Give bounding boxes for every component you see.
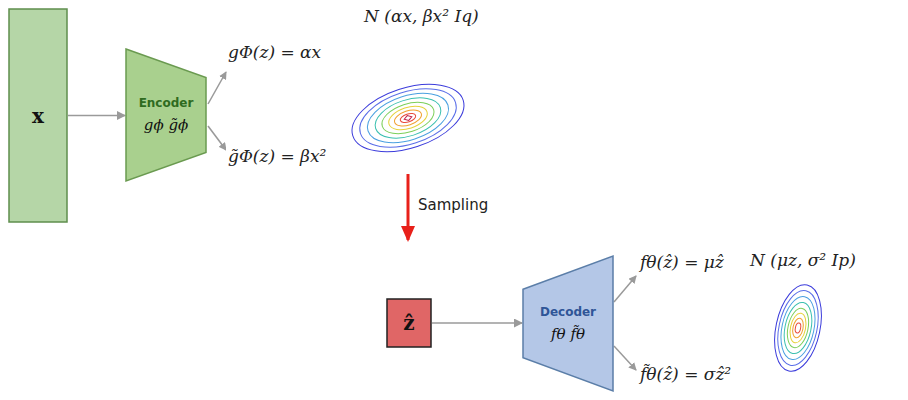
encoder-block: Encoder gϕ g̃ϕ — [125, 48, 207, 182]
formula-label: f̃θ(ẑ) = σẑ² — [638, 364, 733, 384]
gaussian-contours — [767, 280, 828, 375]
shape-outline — [125, 48, 207, 182]
sampling-arrow — [407, 174, 410, 240]
input-box: x — [8, 8, 68, 223]
decoder-block: Decoder fθ f̃θ — [522, 255, 614, 392]
leader-line — [614, 276, 636, 302]
shape-outline — [522, 255, 614, 392]
distribution-label: N (αx, βx² Iq) — [362, 6, 481, 26]
leader-line — [614, 346, 636, 370]
node-title: ẑ — [403, 311, 414, 335]
gaussian-contours — [344, 72, 473, 165]
node-title: Encoder — [139, 96, 194, 110]
latent-box: ẑ — [386, 298, 432, 348]
formula-label: g̃Φ(z) = βx² — [226, 146, 328, 166]
node-title: Decoder — [540, 305, 596, 319]
formula-label: fθ(ẑ) = μẑ — [638, 252, 726, 272]
distribution-label: N (μz, σ² Ip) — [748, 250, 858, 270]
flow-arrow — [68, 115, 125, 117]
node-title: x — [32, 104, 44, 128]
node-formula: gϕ g̃ϕ — [144, 116, 188, 134]
leader-line — [208, 126, 226, 150]
formula-label: gΦ(z) = αx — [226, 42, 323, 62]
leader-line — [208, 72, 226, 104]
step-label: Sampling — [416, 196, 490, 214]
flow-arrow — [432, 322, 522, 324]
node-formula: fθ f̃θ — [551, 325, 585, 343]
